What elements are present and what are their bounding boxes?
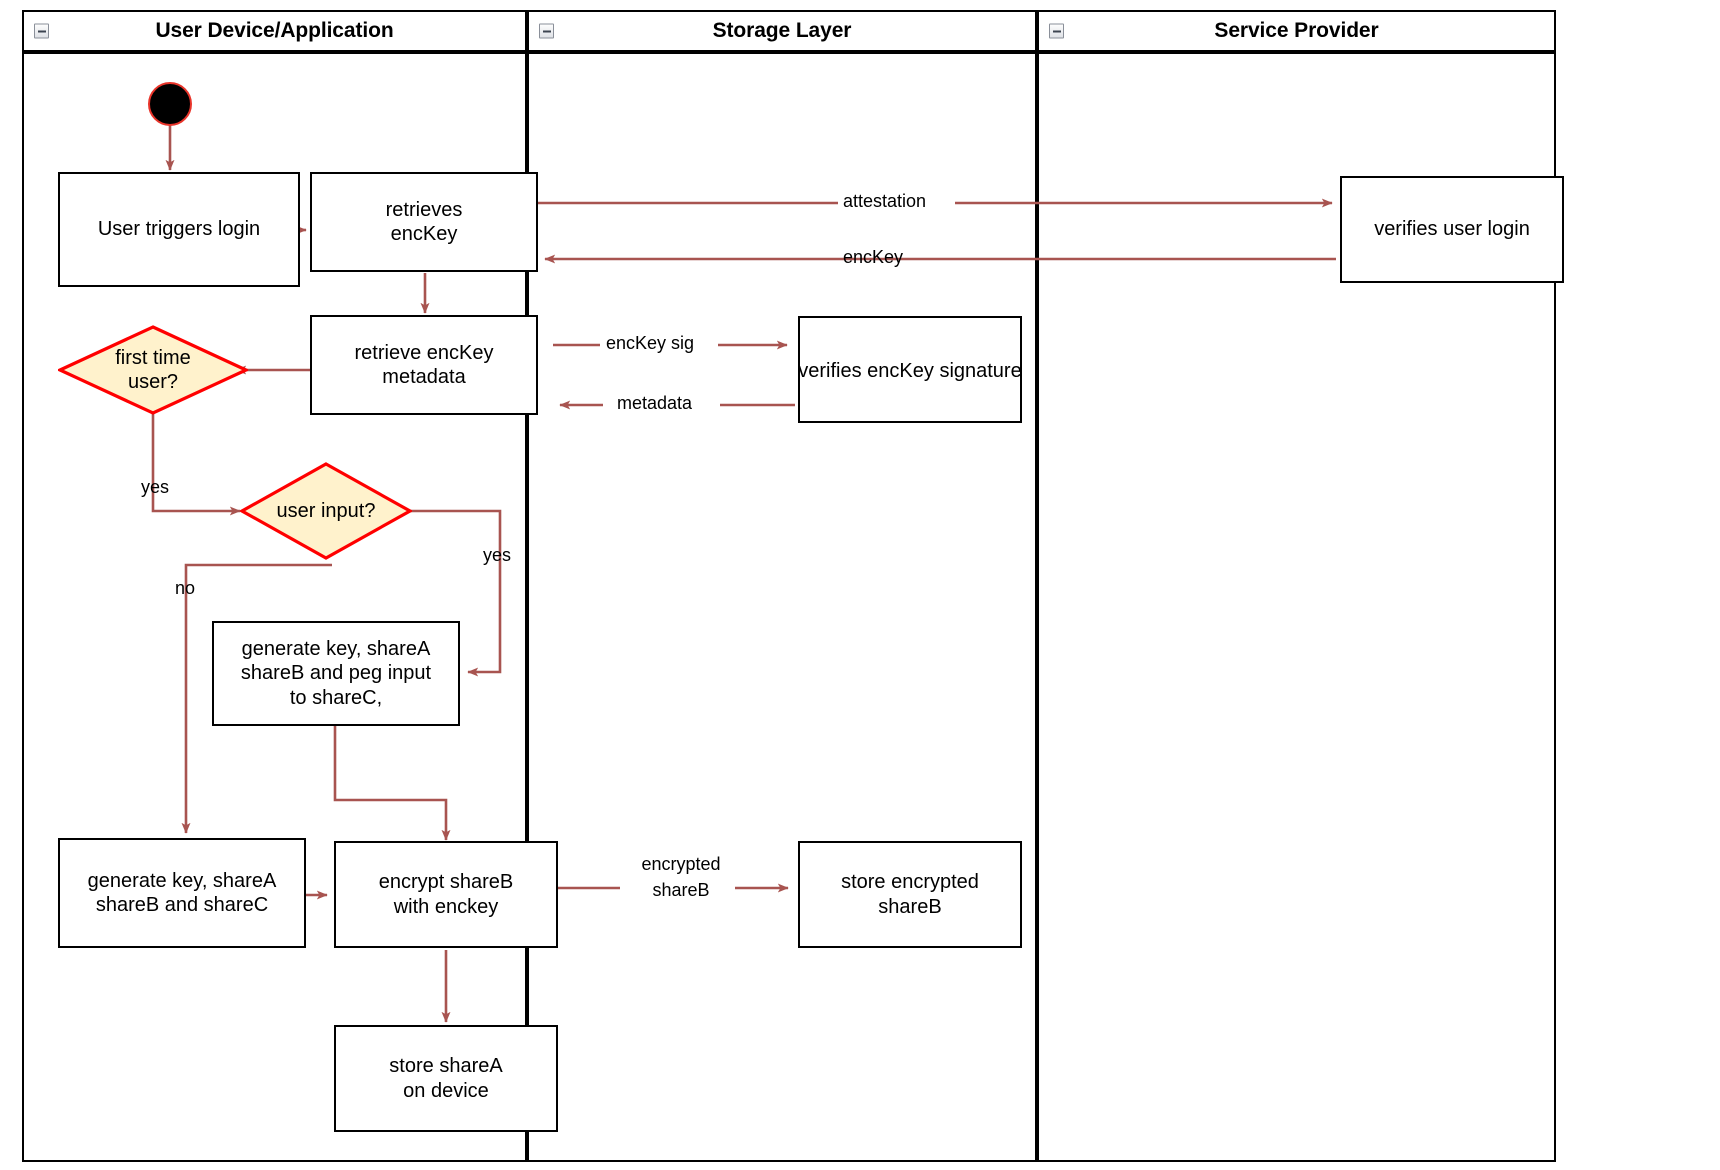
node-label-line-2: shareB and peg input	[240, 662, 432, 685]
lane-title-user-device: User Device/Application	[155, 19, 394, 42]
node-verifies-user-login[interactable]: verifies user login	[1340, 176, 1564, 283]
node-label-line-2: shareB and shareC	[95, 894, 269, 916]
node-user-triggers-login[interactable]: User triggers login	[58, 172, 300, 287]
lane-header-storage-layer[interactable]: Storage Layer	[527, 10, 1037, 52]
diamond-shape	[240, 462, 412, 560]
lane-body-user-device	[22, 52, 527, 1162]
decision-first-time-user[interactable]: first time user?	[58, 325, 248, 415]
node-label-line-2: on device	[403, 1079, 489, 1102]
decision-user-input[interactable]: user input?	[240, 462, 412, 560]
node-store-encrypted-shareb[interactable]: store encrypted shareB	[798, 841, 1022, 948]
lane-title-storage-layer: Storage Layer	[712, 19, 852, 42]
diamond-shape	[58, 325, 248, 415]
decision-label: user input?	[276, 500, 376, 522]
edge-label-attestation: attestation	[840, 191, 930, 212]
node-label-line-1: store shareA	[389, 1055, 503, 1078]
node-generate-key-peg-input[interactable]: generate key, shareA shareB and peg inpu…	[212, 621, 460, 726]
node-label: verifies user login	[1374, 218, 1530, 241]
node-label-line-1: retrieves	[385, 198, 463, 221]
node-verifies-enckey-signature-label: verifies encKey signature	[798, 360, 1022, 382]
node-label-line-1: store encrypted	[841, 871, 979, 894]
initial-node	[148, 82, 192, 126]
node-store-sharea-on-device[interactable]: store shareA on device	[334, 1025, 558, 1132]
node-label-line-2: encKey	[390, 223, 458, 245]
node-label-line-3: to shareC,	[289, 686, 383, 709]
edge-label-yes-first-time-user: yes	[141, 477, 170, 497]
lane-header-service-provider[interactable]: Service Provider	[1037, 10, 1556, 52]
minus-box-icon[interactable]	[1049, 23, 1064, 39]
node-label: User triggers login	[97, 218, 261, 241]
node-label-line-1: encrypt shareB	[378, 871, 514, 894]
node-label-line-2: shareB	[878, 895, 942, 918]
node-label-line-1: generate key, shareA	[87, 869, 277, 892]
edge-label-no-user-input: no	[175, 578, 196, 598]
decision-label-line-1: first time	[115, 347, 191, 369]
edge-label-metadata: metadata	[614, 393, 696, 414]
node-encrypt-shareb[interactable]: encrypt shareB with enckey	[334, 841, 558, 948]
edge-label-enckey: encKey	[843, 247, 904, 267]
node-retrieves-enckey[interactable]: retrieves encKey	[310, 172, 538, 272]
lane-body-service-provider	[1037, 52, 1556, 1162]
node-retrieve-enckey-metadata[interactable]: retrieve encKey metadata	[310, 315, 538, 415]
lane-title-service-provider: Service Provider	[1214, 19, 1379, 42]
edge-label-encrypted-shareb-line-2: shareB	[652, 880, 710, 900]
minus-box-icon[interactable]	[539, 23, 554, 39]
edge-label-enckey-sig: encKey sig	[603, 333, 698, 354]
node-label-line-2: metadata	[382, 366, 466, 388]
lane-body-storage-layer	[527, 52, 1037, 1162]
node-label-line-1: generate key, shareA	[241, 637, 431, 660]
node-label-line-1: retrieve encKey	[354, 341, 494, 364]
minus-box-icon[interactable]	[34, 23, 49, 39]
edge-label-encrypted-shareb-line-1: encrypted	[641, 854, 721, 874]
lane-header-user-device[interactable]: User Device/Application	[22, 10, 527, 52]
node-label-line-2: with enckey	[393, 895, 499, 918]
node-generate-key-shares[interactable]: generate key, shareA shareB and shareC	[58, 838, 306, 948]
edge-label-yes-user-input: yes	[483, 545, 512, 565]
node-verifies-enckey-signature[interactable]	[798, 316, 1022, 423]
decision-label-line-2: user?	[127, 371, 179, 393]
